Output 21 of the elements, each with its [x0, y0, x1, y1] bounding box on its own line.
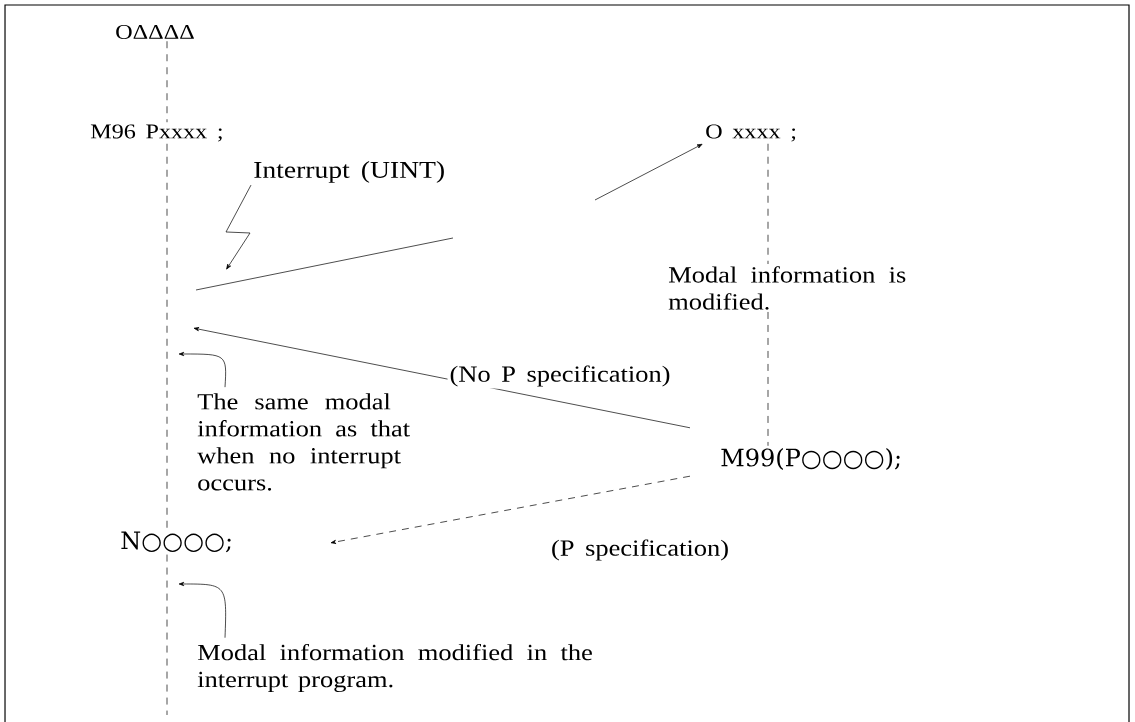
return-arrow — [193, 327, 691, 429]
leader-line — [178, 581, 226, 639]
program-text: N○○○○; — [121, 531, 231, 553]
program-text: The same modal information as that when no interrupt occurs. — [197, 393, 410, 491]
program-text: Modal information is modified. — [668, 266, 906, 310]
program-text: M96 Pxxxx ; — [90, 124, 222, 142]
timeline — [767, 311, 769, 447]
program-text: O xxxx ; — [706, 124, 796, 142]
timeline — [166, 40, 168, 123]
program-text: M99(P○○○○); — [721, 448, 900, 470]
timeline — [767, 143, 769, 265]
program-text: Modal information modified in the interrupt program. — [197, 643, 592, 693]
leader-line — [178, 351, 226, 388]
timeline — [166, 554, 168, 716]
jump-arrow — [330, 475, 691, 544]
interrupt-arrow — [195, 143, 703, 291]
program-text: OΔΔΔΔ — [116, 24, 194, 40]
lightning-arrow — [225, 184, 252, 270]
program-text: Interrupt (UINT) — [254, 161, 444, 183]
edge-label: (P specification) — [549, 537, 731, 563]
edge-label: (No P specification) — [447, 363, 673, 389]
